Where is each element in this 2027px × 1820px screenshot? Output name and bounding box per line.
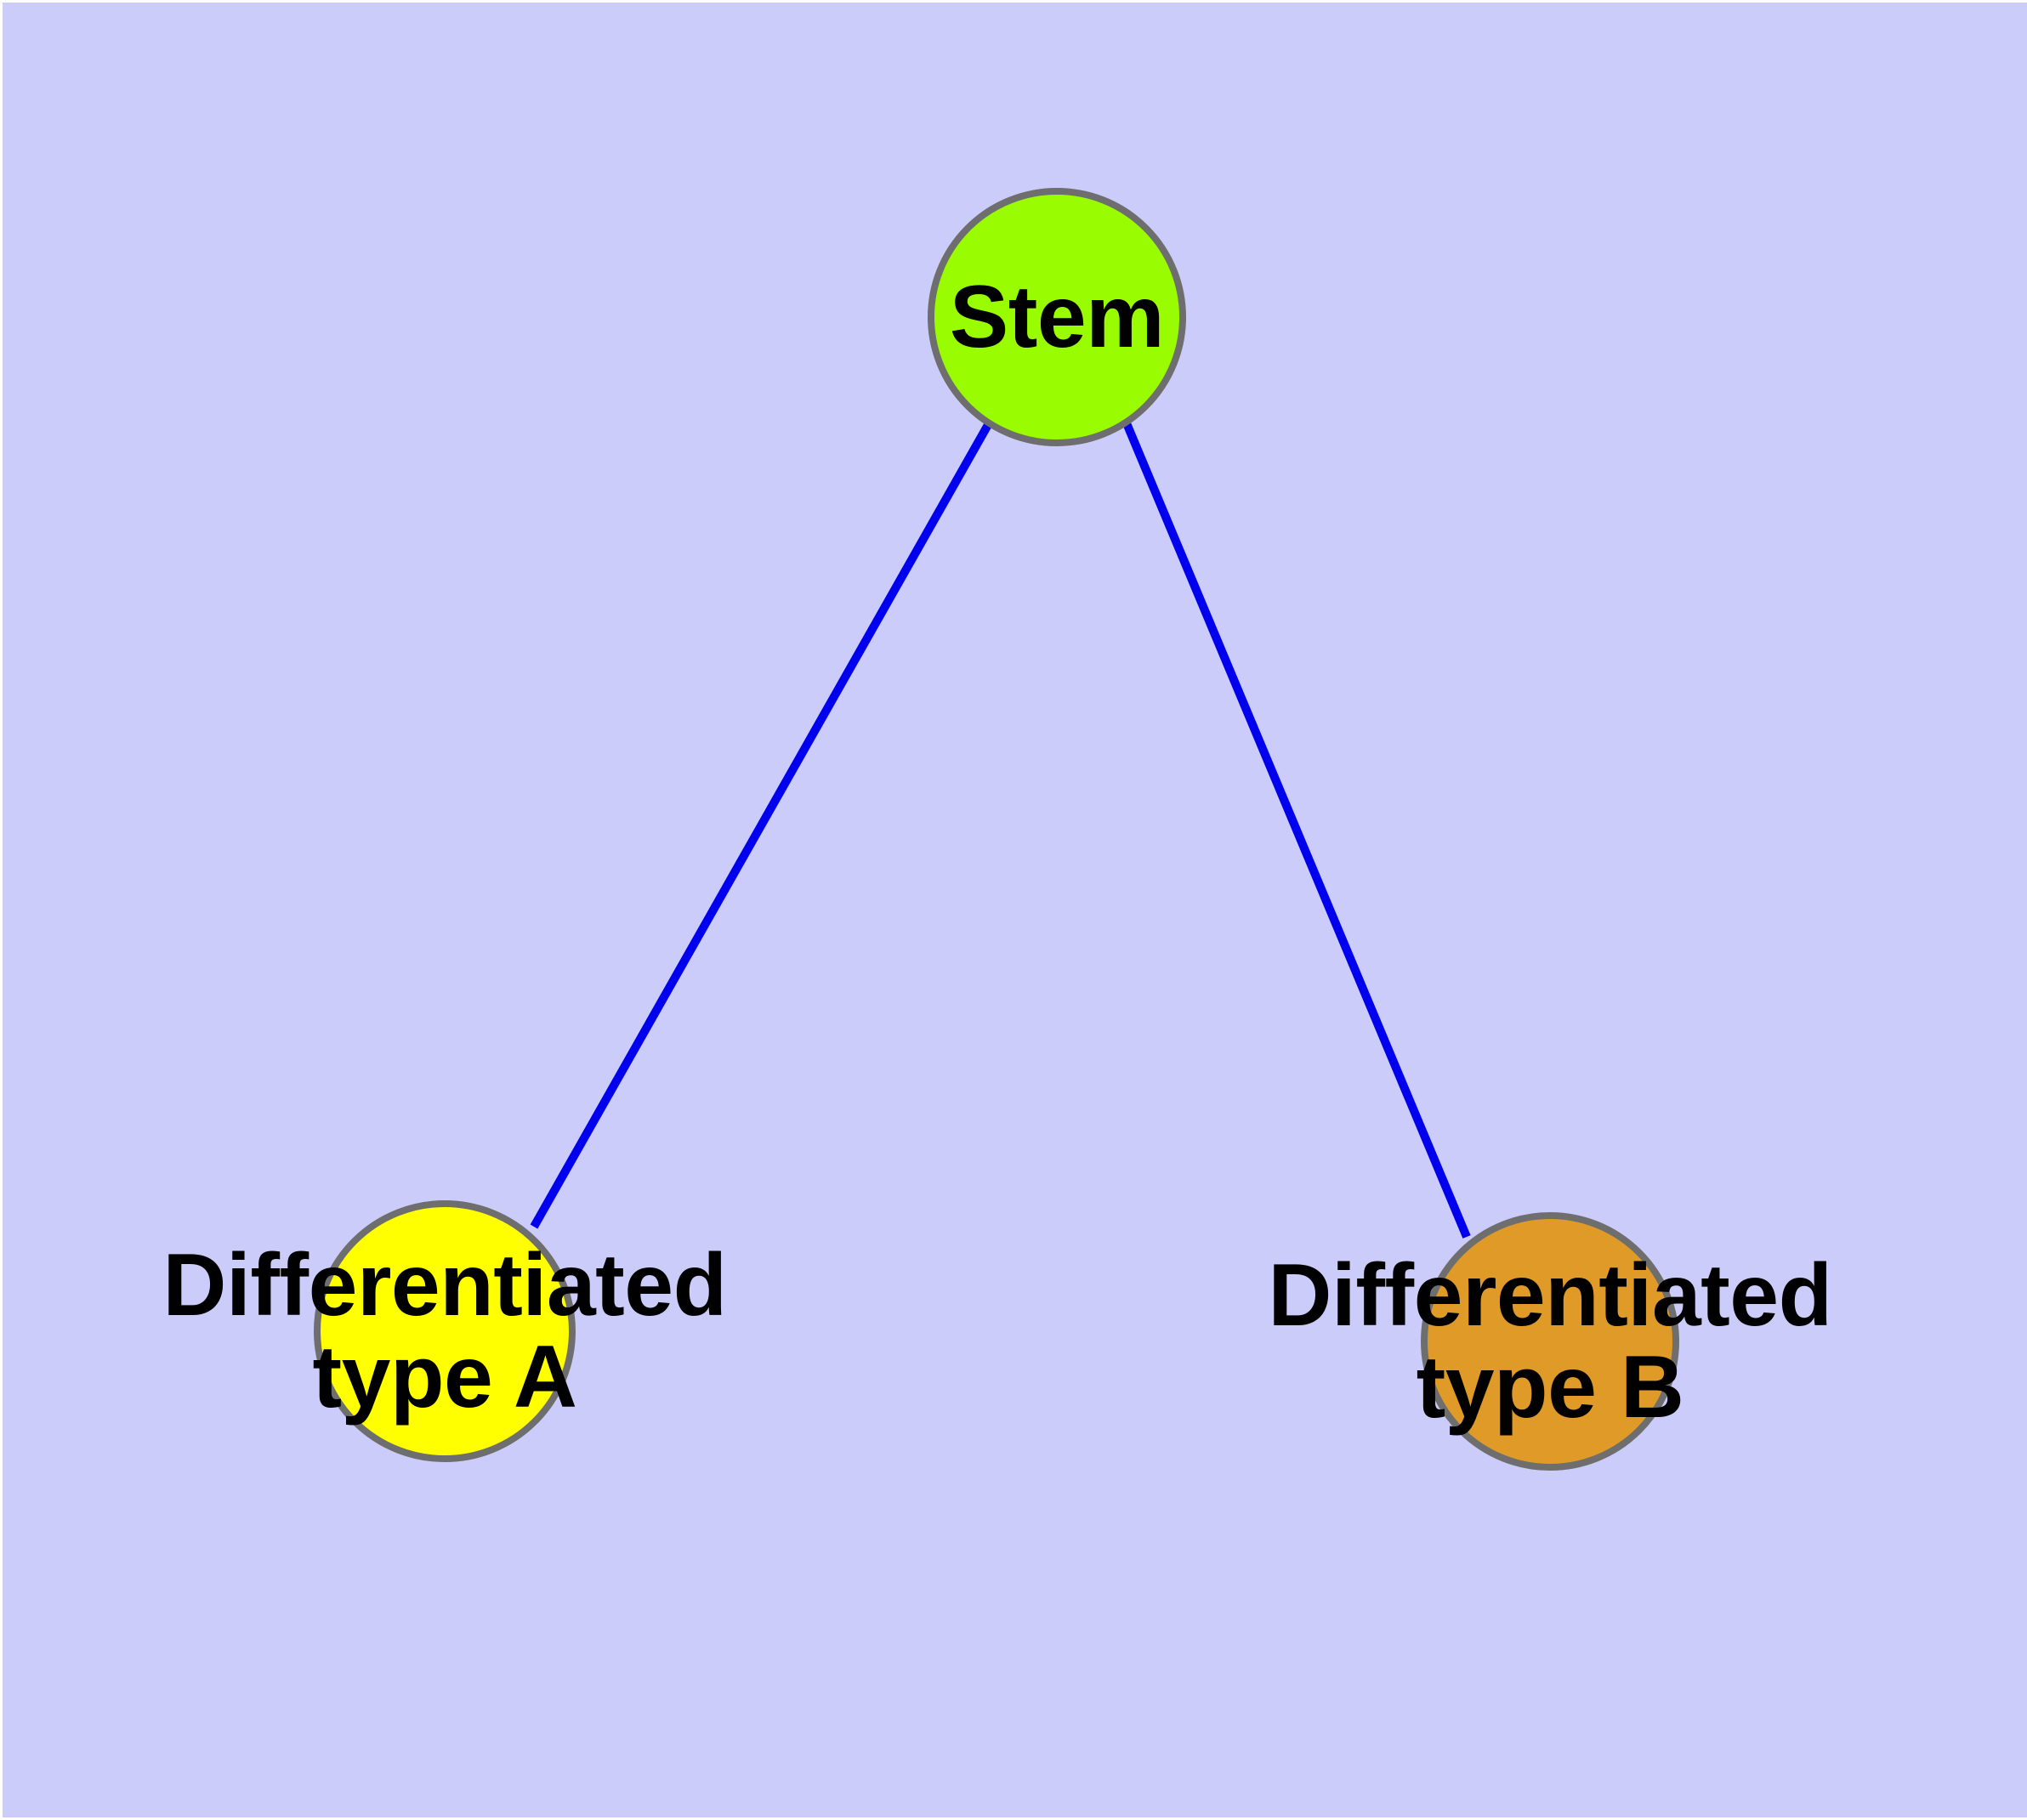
graph-edge[interactable] <box>1122 422 1471 1239</box>
graph-svg <box>314 188 1679 1471</box>
graph-node-diff-a[interactable] <box>314 1200 576 1462</box>
graph-node-diff-b[interactable] <box>1421 1212 1679 1471</box>
graph-node-stem[interactable] <box>928 188 1186 446</box>
node-layer <box>314 188 1679 1471</box>
edge-layer <box>530 421 1471 1239</box>
graph-edge[interactable] <box>530 421 993 1229</box>
